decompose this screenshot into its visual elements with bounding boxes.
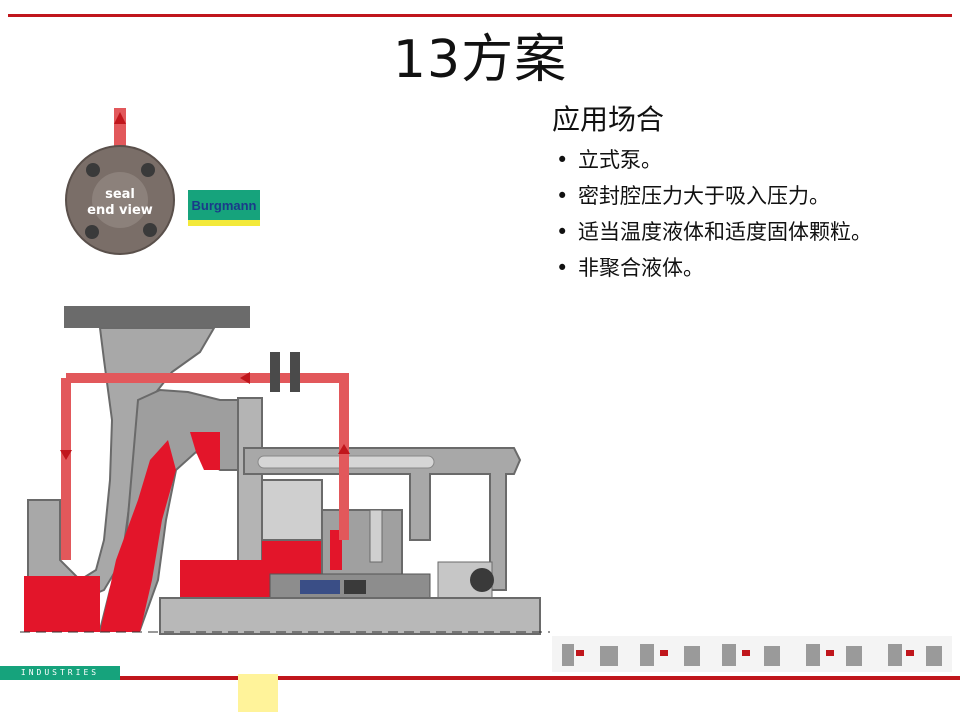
bullet-text: 立式泵。 — [578, 148, 662, 172]
flush-pipe — [61, 373, 349, 560]
suction-fluid — [24, 576, 100, 632]
orifice-flange-left — [270, 352, 280, 392]
discharge-flange — [64, 306, 250, 328]
pump-icon — [806, 644, 820, 666]
bullet-text: 非聚合液体。 — [578, 256, 704, 280]
bullet-marker: • — [556, 184, 569, 208]
vane-fluid — [190, 432, 220, 470]
pump-strip — [552, 636, 952, 672]
impeller-fluid — [100, 440, 176, 632]
burgmann-logo: Burgmann — [188, 190, 260, 226]
seal-label-line1: seal — [105, 187, 135, 202]
bolt-icon — [143, 223, 157, 237]
flow-arrow-icon — [240, 372, 250, 384]
bullet-text: 适当温度液体和适度固体颗粒。 — [578, 220, 872, 244]
pump-icon — [846, 646, 862, 666]
seal-ring — [344, 580, 366, 594]
flow-arrow-icon — [338, 444, 350, 454]
bearing-ball-icon — [470, 568, 494, 592]
orifice-flange-right — [290, 352, 300, 392]
pump-icon — [888, 644, 902, 666]
seal-gland-bore — [92, 172, 148, 228]
footer-yellow-block — [238, 674, 278, 712]
list-item: • 密封腔压力大于吸入压力。 — [552, 178, 952, 214]
flow-arrow-icon — [60, 450, 72, 460]
list-item: • 非聚合液体。 — [552, 250, 952, 286]
pump-icon — [906, 650, 914, 656]
seal-face — [300, 580, 340, 594]
slide-title: 13方案 — [392, 30, 568, 90]
pump-icon — [640, 644, 654, 666]
bullet-marker: • — [556, 256, 569, 280]
footer-pump-illustrations — [552, 636, 952, 672]
logo-stripe — [188, 220, 260, 226]
list-item: • 适当温度液体和适度固体颗粒。 — [552, 214, 952, 250]
bullet-marker: • — [556, 220, 569, 244]
list-item: • 立式泵。 — [552, 142, 952, 178]
application-list: • 立式泵。 • 密封腔压力大于吸入压力。 • 适当温度液体和适度固体颗粒。 • 非聚合… — [552, 142, 952, 286]
footer-brand-strip: INDUSTRIES — [0, 666, 120, 680]
pump-icon — [684, 646, 700, 666]
pump-icon — [660, 650, 668, 656]
pump-casing — [24, 306, 250, 632]
bolt-icon — [86, 163, 100, 177]
application-panel: 应用场合 • 立式泵。 • 密封腔压力大于吸入压力。 • 适当温度液体和适度固体颗粒。… — [552, 102, 952, 286]
application-heading: 应用场合 — [552, 103, 665, 136]
bullet-text: 密封腔压力大于吸入压力。 — [578, 184, 830, 208]
pump-icon — [576, 650, 584, 656]
footer-red-band — [120, 676, 960, 680]
seal-chamber — [180, 397, 431, 601]
pump-icon — [600, 646, 618, 666]
logo-background — [188, 190, 260, 224]
pump-icon — [742, 650, 750, 656]
bolt-icon — [141, 163, 155, 177]
bolt-icon — [85, 225, 99, 239]
logo-text: Burgmann — [192, 198, 257, 213]
flush-line — [60, 352, 350, 560]
bullet-marker: • — [556, 148, 569, 172]
pump-icon — [764, 646, 780, 666]
drain-port — [369, 509, 383, 563]
seal-label-line2: end view — [87, 203, 153, 218]
flow-arrow-icon — [114, 112, 126, 124]
gland-body — [261, 479, 323, 541]
seal-end-view: seal end view — [65, 108, 175, 255]
pump-icon — [562, 644, 574, 666]
pump-icon — [722, 644, 736, 666]
top-rule — [8, 14, 952, 17]
pump-icon — [826, 650, 834, 656]
pump-icon — [926, 646, 942, 666]
pump-shaft — [159, 597, 541, 635]
